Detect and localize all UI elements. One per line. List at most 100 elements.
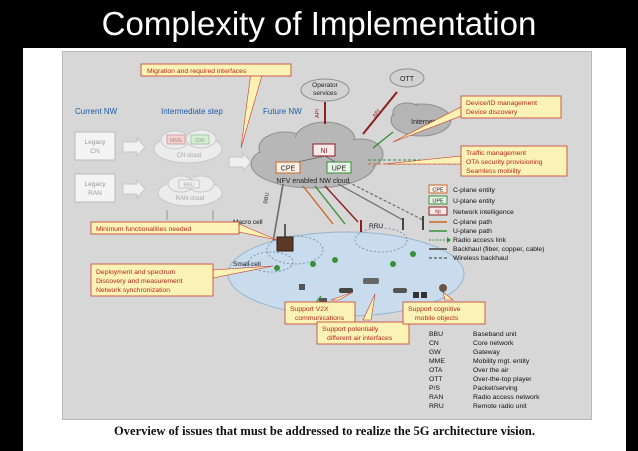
svg-text:RAN: RAN: [88, 190, 102, 197]
ni-node: [312, 143, 336, 157]
svg-text:GW: GW: [195, 138, 205, 144]
svg-text:Traffic management: Traffic management: [466, 150, 526, 157]
svg-text:Discovery and measurement: Discovery and measurement: [96, 278, 183, 285]
stage-future-label: Future NW: [263, 107, 302, 116]
architecture-figure: Current NW Intermediate step Future NW L…: [62, 51, 592, 420]
svg-text:Radio access network: Radio access network: [473, 394, 540, 401]
slide-title: Complexity of Implementation: [101, 5, 537, 42]
svg-text:NI: NI: [435, 210, 441, 216]
svg-text:U-plane path: U-plane path: [453, 228, 492, 235]
rru-label: RRU: [369, 223, 383, 230]
svg-text:BBU: BBU: [429, 331, 443, 338]
svg-text:Backhaul (fiber, copper, cable: Backhaul (fiber, copper, cable): [453, 246, 544, 253]
svg-text:Radio access link: Radio access link: [453, 237, 506, 244]
svg-text:OTA: OTA: [429, 367, 443, 374]
svg-text:NI: NI: [321, 148, 328, 155]
legacy-cn-box: Legacy CN: [74, 131, 116, 161]
arrow-right-icon: [122, 178, 146, 200]
svg-text:C-plane path: C-plane path: [453, 219, 492, 226]
callout-cognitive: Support cognitive mobile objects: [402, 301, 486, 325]
svg-text:GW: GW: [429, 349, 441, 356]
svg-text:Network synchronization: Network synchronization: [96, 287, 170, 294]
svg-text:Legacy: Legacy: [85, 181, 107, 188]
svg-text:U-plane entity: U-plane entity: [453, 198, 496, 205]
nfv-cloud-label: NFV enabled NW cloud: [276, 178, 349, 185]
macro-cell-icon: [276, 236, 294, 252]
svg-text:CN: CN: [429, 340, 439, 347]
svg-text:API: API: [315, 109, 321, 118]
svg-text:API: API: [372, 108, 382, 119]
svg-text:Over the air: Over the air: [473, 367, 509, 374]
figure-caption: Overview of issues that must be addresse…: [114, 424, 535, 438]
stage-intermediate-label: Intermediate step: [161, 107, 223, 116]
nfv-cloud: NFV enabled NW cloud: [250, 121, 384, 189]
device-icon: [299, 284, 447, 303]
callout-v2x: Support V2X communications: [284, 301, 356, 325]
small-cell-label: Small cell: [233, 261, 261, 268]
internet-cloud: Internet: [390, 102, 452, 137]
svg-text:Remote radio unit: Remote radio unit: [473, 403, 527, 410]
svg-text:Packet/serving: Packet/serving: [473, 385, 518, 392]
svg-text:UPE: UPE: [332, 166, 347, 173]
callout-migration: Migration and required interfaces: [140, 63, 292, 77]
svg-text:Baseband unit: Baseband unit: [473, 331, 517, 338]
svg-text:RAN: RAN: [429, 394, 443, 401]
svg-text:RRU: RRU: [429, 403, 444, 410]
api-link: [362, 91, 398, 135]
svg-text:Support V2X: Support V2X: [290, 306, 329, 313]
svg-text:different air interfaces: different air interfaces: [327, 335, 393, 342]
operator-services-cloud: Operator services: [300, 78, 350, 102]
abbreviation-list: BBU Baseband unit CN Core network GW Gat…: [429, 331, 540, 410]
svg-text:BBU: BBU: [263, 192, 271, 204]
macro-cell-label: Macro cell: [233, 219, 263, 226]
rru-icon: [360, 216, 424, 232]
svg-text:OTT: OTT: [429, 376, 443, 383]
figure-panel: Current NW Intermediate step Future NW L…: [23, 48, 626, 451]
svg-text:RAN cloud: RAN cloud: [176, 196, 205, 202]
svg-text:Internet: Internet: [411, 119, 435, 126]
svg-text:Network intelligence: Network intelligence: [453, 209, 514, 216]
svg-text:Mobility mgt. entity: Mobility mgt. entity: [473, 358, 530, 365]
arrow-right-icon: [122, 136, 146, 158]
svg-text:Seamless mobility: Seamless mobility: [466, 168, 521, 175]
svg-text:Device discovery: Device discovery: [466, 109, 518, 116]
legacy-ran-box: Legacy RAN: [74, 173, 116, 203]
svg-text:UPE: UPE: [432, 199, 444, 205]
svg-text:Device/ID management: Device/ID management: [466, 100, 537, 107]
legend: CPE C-plane entity UPE U-plane entity NI…: [428, 184, 544, 262]
callout-min-functionalities: Minimum functionalities needed: [90, 221, 240, 235]
svg-text:MME: MME: [170, 138, 183, 144]
svg-text:Operator: Operator: [312, 82, 338, 89]
svg-text:Legacy: Legacy: [85, 139, 107, 146]
arrow-right-icon: [228, 151, 252, 173]
svg-text:CN cloud: CN cloud: [177, 153, 202, 159]
ran-cloud: BBU RAN cloud: [157, 175, 223, 207]
svg-text:mobile objects: mobile objects: [415, 315, 459, 322]
callout-device: Device/ID management Device discovery: [460, 95, 562, 119]
vehicle-icon: [339, 278, 407, 293]
svg-text:Support cognitive: Support cognitive: [408, 306, 461, 313]
stage-current-label: Current NW: [75, 107, 118, 116]
svg-text:BBU: BBU: [183, 183, 194, 189]
callout-air-interfaces: Support potentially different air interf…: [316, 321, 410, 345]
svg-text:OTA security provisioning: OTA security provisioning: [466, 159, 543, 166]
architecture-diagram: Current NW Intermediate step Future NW L…: [74, 63, 568, 410]
svg-text:CPE: CPE: [432, 188, 444, 194]
svg-text:Migration and required interfa: Migration and required interfaces: [147, 68, 247, 75]
svg-text:P/S: P/S: [429, 385, 440, 392]
svg-text:Minimum functionalities needed: Minimum functionalities needed: [96, 226, 191, 233]
svg-text:services: services: [313, 90, 338, 97]
small-cell-icon: [274, 251, 416, 271]
cpe-node: [275, 161, 301, 174]
cn-cloud: MME GW CN cloud: [153, 129, 223, 164]
svg-text:Gateway: Gateway: [473, 349, 500, 356]
callout-deployment: Deployment and spectrum Discovery and me…: [90, 263, 214, 297]
svg-text:CN: CN: [90, 148, 100, 155]
svg-text:OTT: OTT: [400, 76, 415, 83]
svg-text:CPE: CPE: [281, 166, 296, 173]
svg-text:Over-the-top player: Over-the-top player: [473, 376, 532, 383]
callout-traffic: Traffic management OTA security provisio…: [460, 145, 568, 177]
svg-text:Deployment and spectrum: Deployment and spectrum: [96, 269, 176, 276]
ott-cloud: OTT: [389, 68, 425, 88]
svg-text:communications: communications: [295, 315, 345, 322]
